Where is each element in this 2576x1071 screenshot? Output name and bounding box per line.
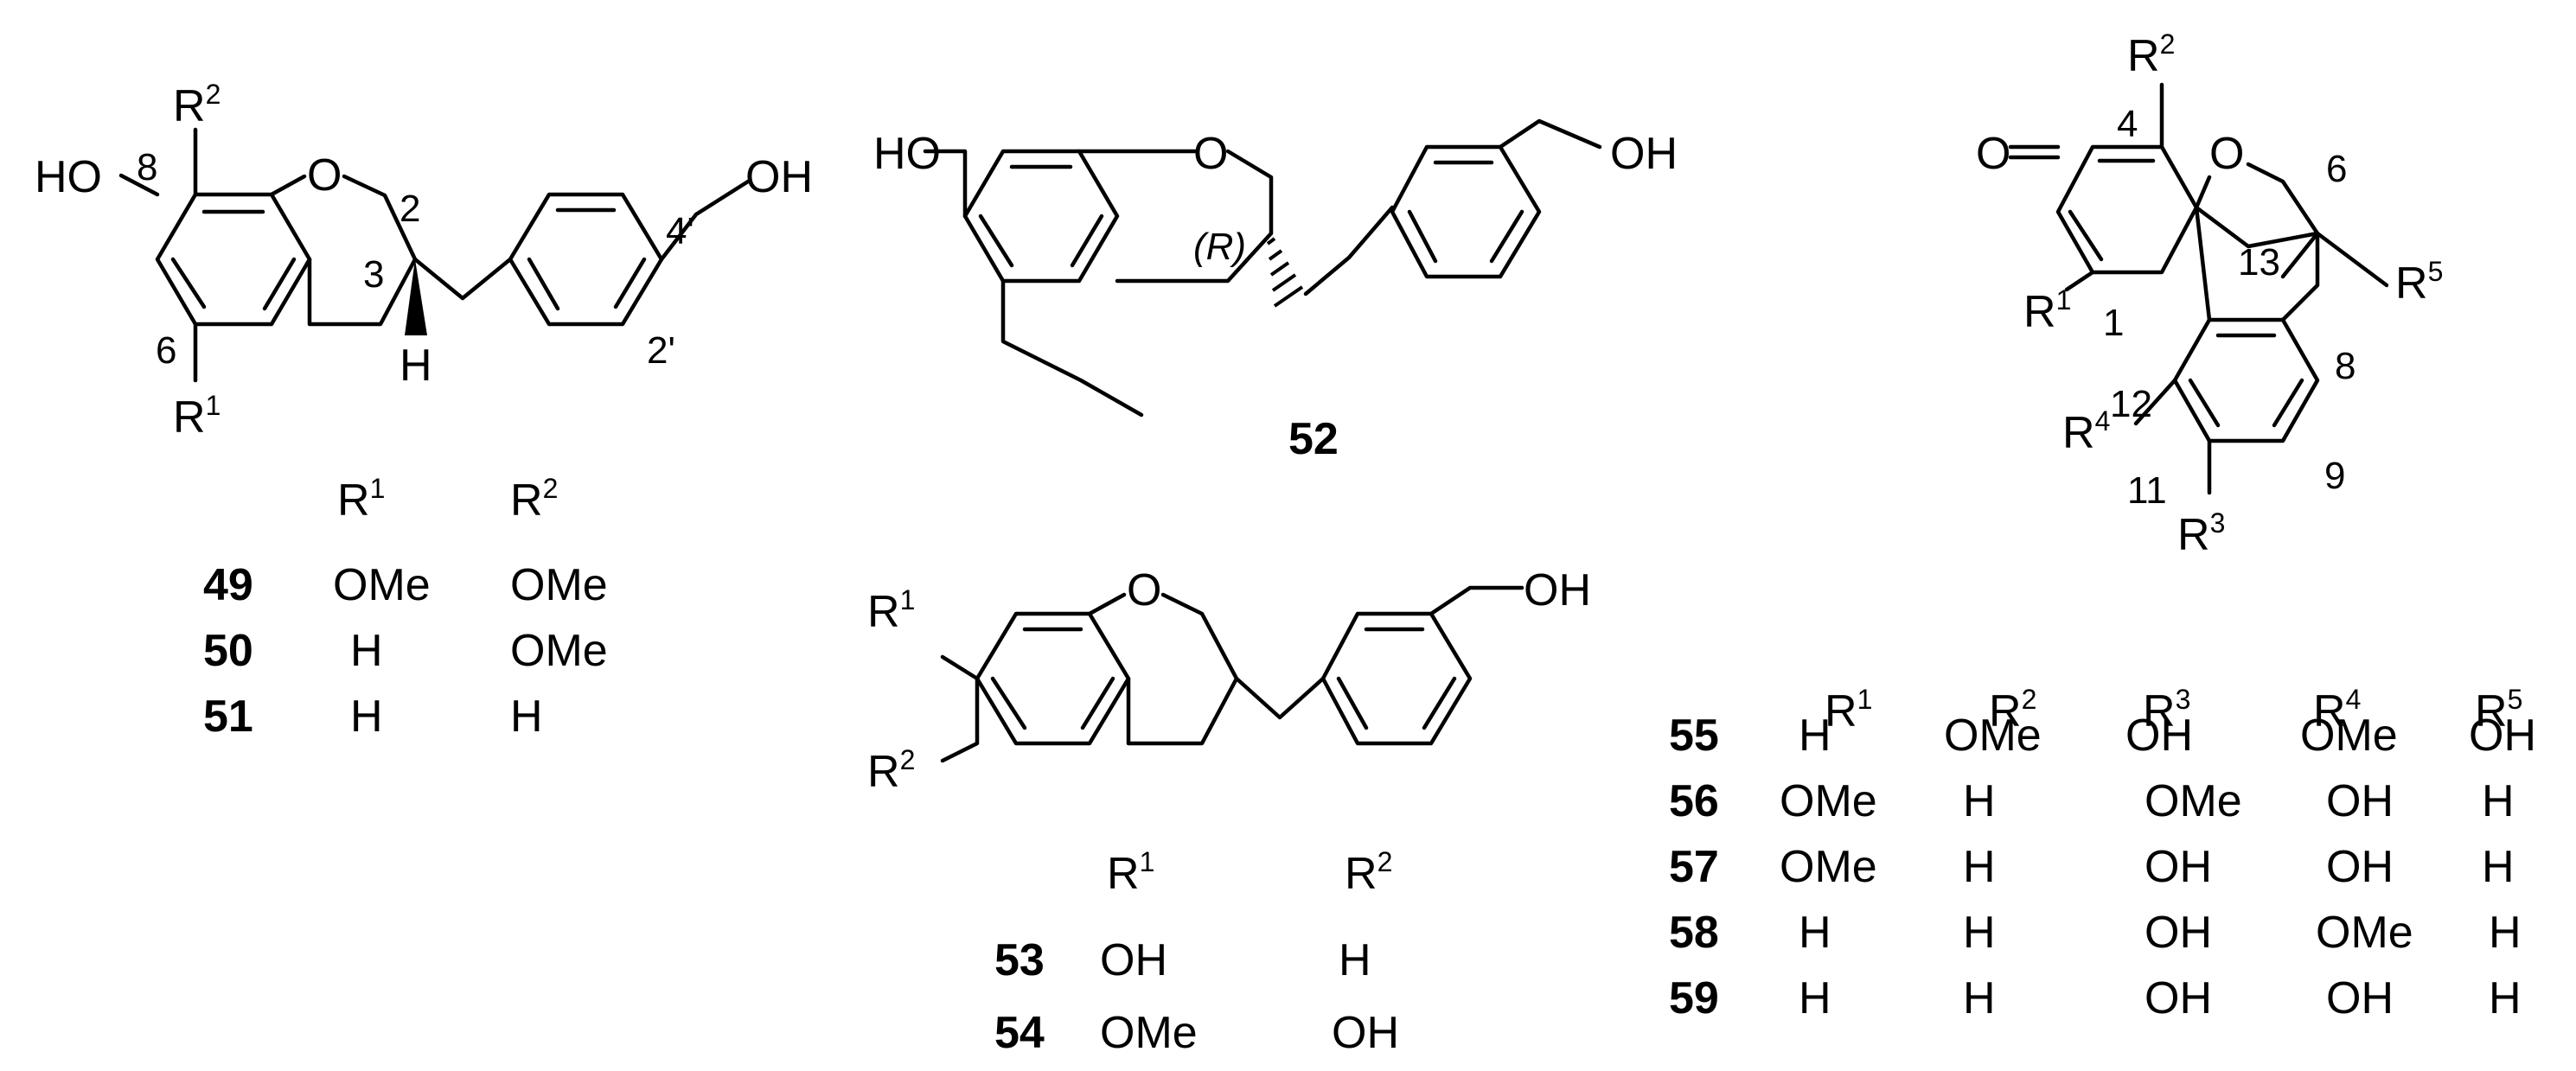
compound-id: 59 [1669, 973, 1719, 1023]
r5-value: H [2489, 973, 2522, 1023]
compound-id: 50 [203, 626, 253, 676]
compound-id: 51 [203, 692, 253, 742]
r5-value: OH [2469, 711, 2536, 761]
r2-label: R2 [173, 79, 221, 131]
ketone-oxygen-label: O [1976, 129, 2010, 179]
position-4-label: 4 [2117, 103, 2138, 145]
r2-value: OH [1332, 1008, 1399, 1058]
r3-value: OH [2145, 908, 2212, 958]
r1-label: R1 [173, 390, 221, 443]
r5-value: H [2482, 776, 2515, 826]
r4-value: OMe [2316, 908, 2413, 958]
position-3-label: 3 [363, 253, 384, 296]
r1-label: R1 [2023, 284, 2071, 337]
r5-label: R5 [2395, 256, 2443, 309]
table-c-r2-header: R2 [1989, 684, 2036, 736]
r4-value: OMe [2300, 711, 2398, 761]
r3-value: OMe [2145, 776, 2242, 826]
position-4p-label: 4' [666, 210, 694, 252]
position-9-label: 9 [2324, 455, 2345, 497]
position-13-label: 13 [2238, 241, 2280, 284]
r2-value: H [1963, 973, 1996, 1023]
r1-value: OMe [1780, 776, 1877, 826]
ring-oxygen-label: O [307, 150, 342, 201]
structure-52: HO O OH (R) 52 [873, 118, 1678, 464]
table-a-r2-header: R2 [510, 473, 558, 526]
position-6-label: 6 [2326, 148, 2347, 190]
r1-value: H [350, 692, 383, 742]
compound-id: 55 [1669, 711, 1719, 761]
position-2-label: 2 [400, 188, 420, 230]
table-c-r4-header: R4 [2313, 684, 2361, 736]
r2-value: OMe [510, 626, 608, 676]
position-8-label: 8 [2335, 345, 2355, 387]
ho-label: HO [873, 129, 941, 179]
oh-label: OH [745, 152, 813, 202]
h-label: H [400, 341, 432, 391]
r2-value: OMe [510, 560, 608, 610]
r3-value: OH [2145, 842, 2212, 892]
table-a-r1-header: R1 [337, 473, 385, 526]
r1-value: OH [1100, 935, 1167, 985]
position-8-label: 8 [137, 146, 157, 188]
ring-oxygen-label: O [1127, 565, 1161, 615]
compound-id: 57 [1669, 842, 1719, 892]
r2-value: H [510, 692, 543, 742]
ring-oxygen-label: O [2209, 129, 2244, 179]
position-12-label: 12 [2110, 383, 2152, 425]
r1-label: R1 [867, 584, 915, 637]
table-c-r1-header: R1 [1825, 684, 1872, 736]
position-11-label: 11 [2127, 469, 2167, 512]
compound-52-label: 52 [1288, 414, 1339, 464]
ho-label: HO [35, 152, 102, 202]
structure-49-51: HO O R2 R1 8 2 3 6 H OH 4' 2' R1 R2 49 O… [35, 79, 813, 742]
stereo-r-label: (R) [1193, 226, 1246, 268]
r1-value: H [1799, 908, 1831, 958]
r1-value: OMe [1780, 842, 1877, 892]
r3-label: R3 [2177, 507, 2225, 560]
table-c-r5-header: R5 [2475, 684, 2522, 736]
compound-id: 54 [994, 1008, 1045, 1058]
r3-value: OH [2145, 973, 2212, 1023]
structure-55-59: O O R2 R1 R5 R4 R3 4 6 13 1 8 12 9 11 R1… [1669, 29, 2536, 1023]
ring-oxygen-label: O [1193, 129, 1228, 179]
table-c-r3-header: R3 [2143, 684, 2190, 736]
r5-value: H [2482, 842, 2515, 892]
r2-value: H [1963, 776, 1996, 826]
compound-id: 53 [994, 935, 1045, 985]
compound-id: 56 [1669, 776, 1719, 826]
r4-value: OH [2326, 776, 2394, 826]
oh-label: OH [1524, 565, 1591, 615]
r2-value: OMe [1944, 711, 2042, 761]
r2-value: H [1963, 842, 1996, 892]
compound-id: 49 [203, 560, 253, 610]
r4-value: OH [2326, 973, 2394, 1023]
r1-value: H [350, 626, 383, 676]
r2-value: H [1339, 935, 1371, 985]
table-b-r2-header: R2 [1345, 846, 1392, 899]
position-2p-label: 2' [647, 329, 675, 372]
structure-53-54: R1 R2 O OH R1 R2 53 OH H 54 OMe OH [867, 565, 1591, 1058]
oh-label: OH [1610, 129, 1678, 179]
r1-value: H [1799, 711, 1831, 761]
compound-id: 58 [1669, 908, 1719, 958]
r1-value: OMe [1100, 1008, 1198, 1058]
position-1-label: 1 [2103, 302, 2124, 344]
r3-value: OH [2125, 711, 2193, 761]
r2-label: R2 [867, 744, 915, 797]
position-6-label: 6 [156, 329, 176, 372]
r2-value: H [1963, 908, 1996, 958]
r4-value: OH [2326, 842, 2394, 892]
table-b-r1-header: R1 [1107, 846, 1154, 899]
r1-value: OMe [333, 560, 431, 610]
r5-value: H [2489, 908, 2522, 958]
r1-value: H [1799, 973, 1831, 1023]
r4-label: R4 [2062, 405, 2110, 458]
r2-label: R2 [2127, 29, 2175, 81]
